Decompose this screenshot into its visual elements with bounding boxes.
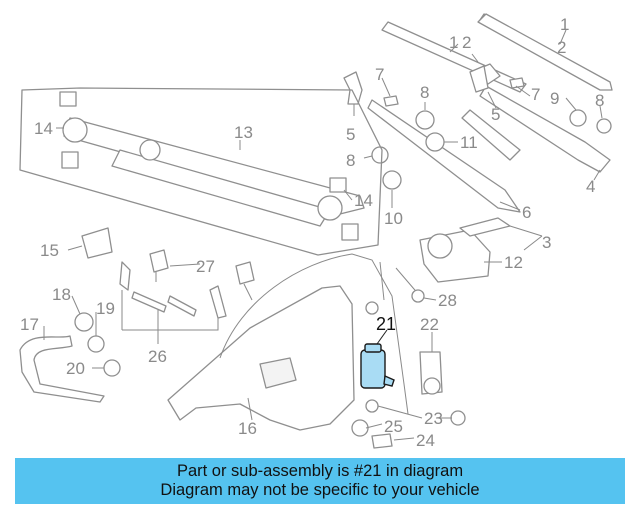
callout-9: 9	[550, 89, 559, 108]
callout-17: 17	[20, 315, 39, 334]
wiper-arm-left	[367, 99, 521, 213]
hose-17	[19, 335, 105, 403]
callout-14b: 14	[354, 191, 373, 210]
callout-24: 24	[416, 431, 435, 450]
leader-lines	[43, 29, 603, 441]
callout-2: 2	[462, 33, 471, 52]
wiper-motor	[419, 217, 511, 283]
bracket-15	[81, 227, 113, 259]
callout-7b: 7	[531, 85, 540, 104]
callout-16: 16	[238, 419, 257, 438]
callout-1b: 1	[449, 33, 458, 52]
callout-10: 10	[384, 209, 403, 228]
callout-28: 28	[438, 291, 457, 310]
pump-22	[419, 351, 443, 395]
banner-line-2: Diagram may not be specific to your vehi…	[160, 481, 480, 499]
callout-3: 3	[542, 233, 551, 252]
connectors-27	[149, 249, 255, 301]
callout-12: 12	[504, 253, 523, 272]
fittings-18-19-20	[74, 312, 121, 377]
callout-19: 19	[96, 299, 115, 318]
callout-14: 14	[34, 119, 53, 138]
callout-4: 4	[586, 177, 595, 196]
callout-15: 15	[40, 241, 59, 260]
callout-26: 26	[148, 347, 167, 366]
wiper-blade-right	[381, 13, 613, 93]
callout-8b: 8	[346, 151, 355, 170]
grommets-23-24-25	[351, 399, 466, 449]
callout-11: 11	[460, 133, 478, 152]
banner-line-1: Part or sub-assembly is #21 in diagram	[176, 462, 464, 480]
washer-pump-highlighted	[360, 329, 395, 389]
washer-reservoir	[167, 253, 425, 431]
nuts-washers	[371, 109, 612, 190]
callout-27: 27	[196, 257, 215, 276]
callout-6: 6	[522, 203, 531, 222]
callout-5b: 5	[491, 105, 500, 124]
callout-22: 22	[420, 315, 439, 334]
wiper-linkage-crossmember	[19, 87, 383, 256]
callout-1: 1	[560, 15, 569, 34]
callout-21: 21	[376, 314, 396, 334]
hoses-26	[119, 261, 227, 319]
callout-5: 5	[346, 125, 355, 144]
callout-8: 8	[420, 83, 429, 102]
callout-7: 7	[375, 65, 384, 84]
arm-covers	[343, 65, 525, 107]
callout-23: 23	[424, 409, 443, 428]
callout-25: 25	[384, 417, 403, 436]
callout-8c: 8	[595, 91, 604, 110]
callout-20: 20	[66, 359, 85, 378]
callout-18: 18	[52, 285, 71, 304]
callout-13: 13	[234, 123, 253, 142]
info-banner: Part or sub-assembly is #21 in diagram D…	[15, 458, 625, 504]
callout-2b: 2	[557, 38, 566, 57]
parts-diagram: 1 1 2 2 3 4 5 5 6 7 7 8 8 8 9 10 11 12 1…	[19, 13, 613, 450]
